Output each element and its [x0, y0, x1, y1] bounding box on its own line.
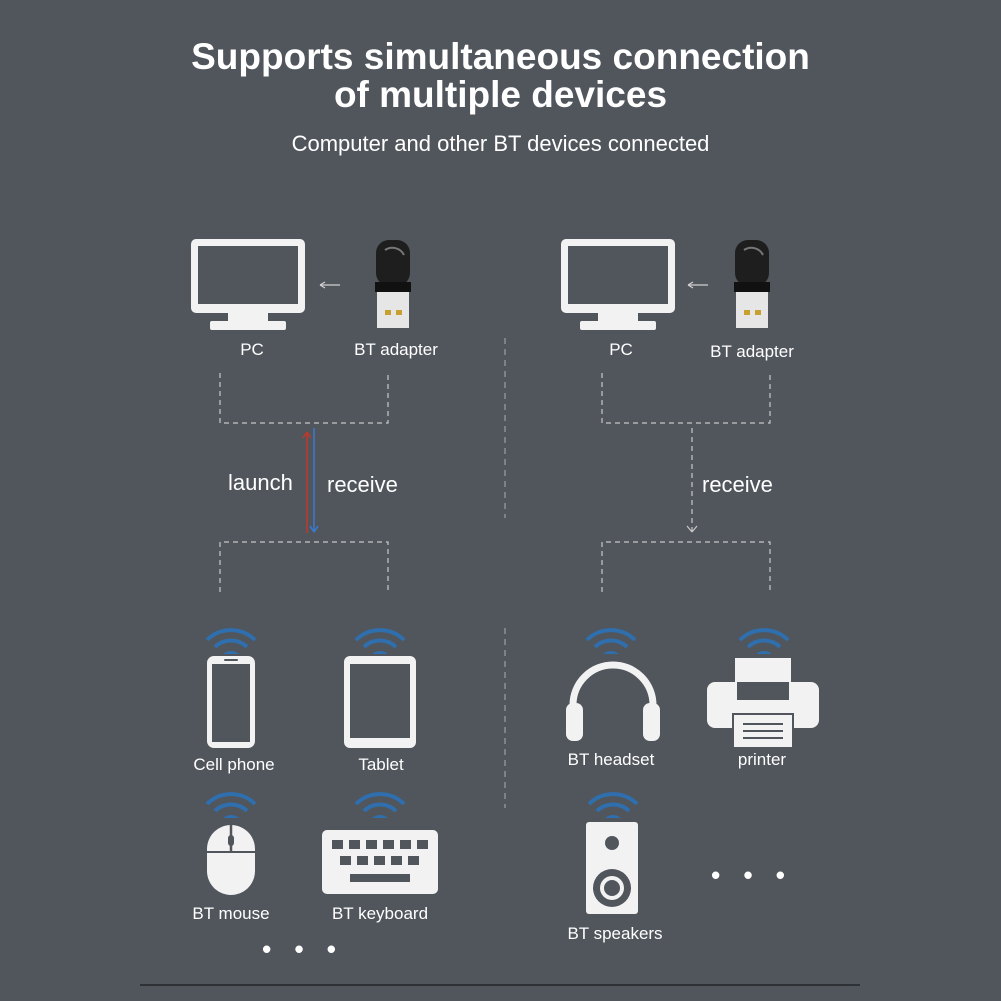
bt-adapter-label-left: BT adapter — [354, 340, 438, 359]
wifi-icon-keyboard — [354, 792, 406, 820]
device-label-cell-phone: Cell phone — [193, 755, 275, 774]
wifi-icon-phone — [205, 628, 257, 656]
bt-adapter-label-right: BT adapter — [710, 342, 794, 361]
subtitle: Computer and other BT devices connected — [291, 131, 710, 156]
launch-label: launch — [228, 470, 293, 495]
printer-icon — [707, 658, 819, 749]
wifi-icon-tablet — [354, 628, 406, 656]
wifi-icon-printer — [738, 628, 790, 656]
wifi-icon-mouse — [205, 792, 257, 820]
more-devices-left: • • • — [262, 934, 344, 964]
bt-headset-icon — [566, 661, 660, 741]
receive-label-left: receive — [327, 472, 398, 497]
pc-monitor-icon-left — [191, 239, 305, 330]
main-title: Supports simultaneous connection — [191, 36, 810, 77]
more-devices-right: • • • — [711, 860, 793, 890]
tablet-icon — [344, 656, 416, 748]
bt-speakers-icon — [586, 822, 638, 914]
wifi-icon-speakers — [587, 792, 639, 820]
pc-label-left: PC — [240, 340, 264, 359]
bracket-bottom-right — [601, 541, 771, 592]
bracket-top-left — [219, 373, 389, 424]
device-label-bt-headset: BT headset — [567, 750, 655, 769]
bt-adapter-icon-left — [374, 239, 412, 329]
device-label-bt-speakers: BT speakers — [567, 924, 663, 943]
receive-arrow-right — [686, 428, 698, 533]
main-title-line2: of multiple devices — [333, 74, 668, 115]
device-label-bt-keyboard: BT keyboard — [331, 904, 429, 923]
receive-arrow-left — [309, 428, 319, 533]
receive-label-right: receive — [702, 472, 773, 497]
launch-arrow — [302, 431, 312, 533]
wifi-icon-headset — [585, 628, 637, 656]
bracket-bottom-left — [219, 541, 389, 592]
device-label-printer: printer — [737, 750, 787, 769]
pc-monitor-icon-right — [561, 239, 675, 330]
cell-phone-icon — [207, 656, 255, 748]
device-label-tablet: Tablet — [358, 755, 404, 774]
pc-label-right: PC — [609, 340, 633, 359]
bt-keyboard-icon — [322, 830, 438, 894]
arrow-adapter-to-pc-right — [687, 281, 708, 289]
bt-adapter-icon-right — [733, 239, 771, 329]
bt-mouse-icon — [207, 825, 255, 895]
arrow-adapter-to-pc-left — [319, 281, 340, 289]
device-label-bt-mouse: BT mouse — [192, 904, 270, 923]
bracket-top-right — [601, 373, 771, 424]
